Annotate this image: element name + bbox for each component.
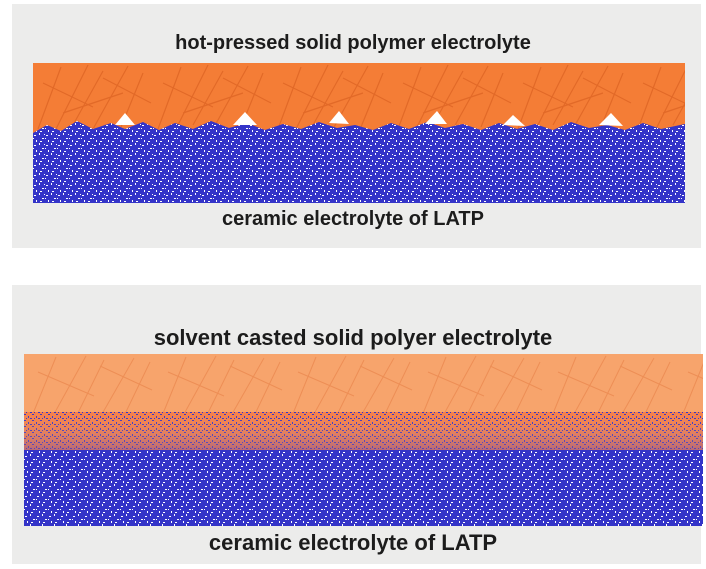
hot-pressed-interface-diagram: [33, 63, 685, 203]
solvent-casted-interface-diagram: [24, 354, 703, 526]
ceramic-grain-texture: [24, 450, 703, 526]
infiltrated-interphase-fade: [24, 412, 703, 452]
interfacial-voids: [115, 111, 623, 126]
ceramic-grain-texture: [33, 121, 685, 203]
solvent-casted-title: solvent casted solid polyer electrolyte: [153, 325, 553, 350]
hot-pressed-title: hot-pressed solid polymer electrolyte: [175, 32, 531, 54]
solvent-casted-ceramic-caption: ceramic electrolyte of LATP: [208, 530, 498, 555]
hot-pressed-ceramic-caption: ceramic electrolyte of LATP: [222, 208, 484, 230]
